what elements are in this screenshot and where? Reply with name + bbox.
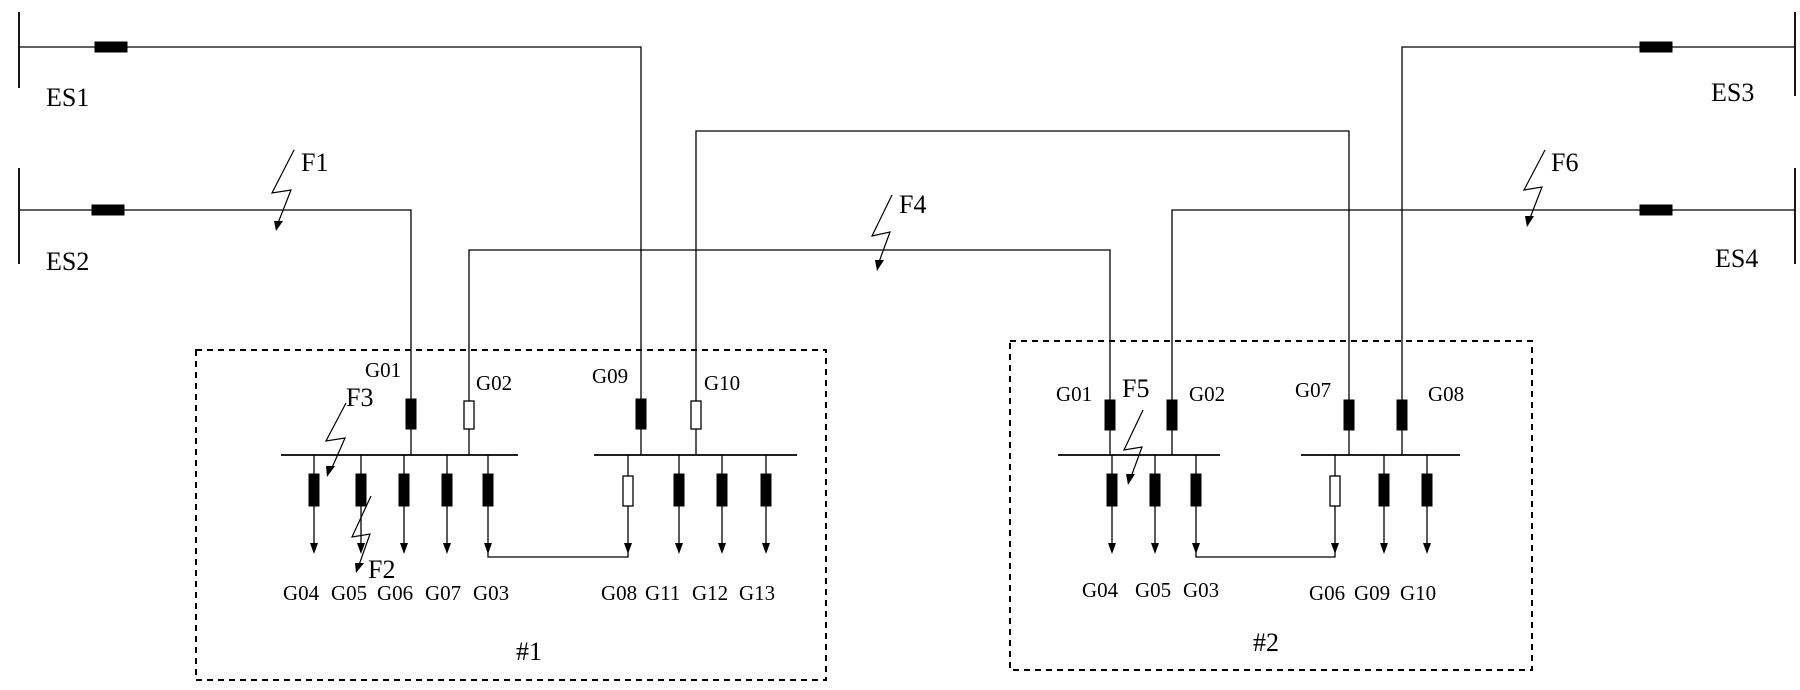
fault-f1-icon [270, 149, 295, 231]
breaker-es4 [1639, 204, 1673, 216]
sub2-label-g02: G02 [1189, 382, 1225, 406]
sub1-label-g13: G13 [739, 581, 775, 605]
sub2-breaker-g05 [1149, 473, 1161, 507]
sub1-label-g08: G08 [601, 581, 637, 605]
sub1-label-g12: G12 [692, 581, 728, 605]
sub2-breaker-g06 [1329, 475, 1341, 507]
sub2-label-g05: G05 [1135, 578, 1171, 602]
sub2-breaker-g02 [1166, 399, 1178, 431]
sub1-label-g11: G11 [645, 581, 680, 605]
sub1-label-g06: G06 [377, 581, 413, 605]
feeder-es1-to-g09 [19, 46, 642, 398]
label-f3: F3 [346, 383, 373, 412]
sub1-breaker-g03 [482, 473, 494, 507]
sub1-breaker-g06 [398, 473, 410, 507]
sub1-internal-tie [487, 545, 629, 558]
label-f4: F4 [899, 190, 926, 219]
feeder-es2-to-g01 [19, 209, 412, 398]
sub2-label-g07: G07 [1295, 378, 1331, 402]
sub2-breaker-g10 [1421, 473, 1433, 507]
sub2-internal-tie [1195, 545, 1336, 558]
label-f5: F5 [1122, 374, 1149, 403]
substation-1-label: #1 [516, 637, 542, 666]
tie-1g02-to-2g01 [468, 249, 1111, 400]
sub1-breaker-g09 [635, 398, 647, 430]
fault-f4-icon [870, 194, 893, 271]
feeder-es4-to-g02 [1171, 209, 1795, 400]
label-es2: ES2 [46, 247, 89, 276]
substation-2-label: #2 [1253, 628, 1279, 657]
breaker-es1 [94, 41, 128, 53]
breaker-es2 [91, 204, 125, 216]
sub2-label-g04: G04 [1082, 578, 1119, 602]
sub2-label-g10: G10 [1400, 581, 1436, 605]
breaker-es3 [1639, 41, 1673, 53]
sub2-label-g08: G08 [1428, 382, 1464, 406]
tie-1g10-to-2g07 [695, 130, 1350, 400]
sub1-breaker-g01 [405, 398, 417, 430]
sub2-breaker-g08 [1396, 399, 1408, 431]
label-es4: ES4 [1715, 244, 1758, 273]
label-f6: F6 [1551, 148, 1578, 177]
sub1-breaker-g12 [716, 473, 728, 507]
label-es3: ES3 [1711, 78, 1754, 107]
substation-1-boundary [195, 349, 827, 681]
sub1-breaker-g05 [355, 473, 367, 507]
substation-2-boundary [1009, 340, 1533, 671]
sub1-breaker-g13 [760, 473, 772, 507]
sub1-outgoing-feeders [313, 455, 767, 545]
label-es1: ES1 [46, 83, 89, 112]
sub1-breaker-g11 [673, 473, 685, 507]
fault-f2-icon [350, 495, 372, 573]
sub1-label-g05: G05 [331, 581, 367, 605]
sub1-label-g02: G02 [476, 371, 512, 395]
sub2-label-g06: G06 [1309, 581, 1345, 605]
sub2-breaker-g01 [1104, 399, 1116, 431]
sub1-label-g07: G07 [425, 581, 461, 605]
fault-f6-icon [1522, 149, 1546, 227]
sub2-label-g09: G09 [1354, 581, 1390, 605]
sub2-arrows [1108, 543, 1431, 554]
sub1-breaker-g02 [463, 400, 475, 430]
sub1-breaker-g07 [441, 473, 453, 507]
fault-f3-icon [324, 402, 347, 477]
sub2-breaker-g04 [1106, 473, 1118, 507]
sub1-label-g01: G01 [365, 358, 401, 382]
sub1-breaker-g04 [308, 473, 320, 507]
sub1-label-g03: G03 [473, 581, 509, 605]
sub1-label-g09: G09 [592, 364, 628, 388]
fault-f5-icon [1122, 409, 1144, 485]
sub2-breaker-g09 [1378, 473, 1390, 507]
sub2-breaker-g07 [1343, 399, 1355, 431]
label-f1: F1 [301, 148, 328, 177]
sub1-label-g04: G04 [283, 581, 320, 605]
sub1-label-g10: G10 [704, 371, 740, 395]
sub2-breaker-g03 [1190, 473, 1202, 507]
sub2-label-g01: G01 [1056, 382, 1092, 406]
sub1-arrows [310, 543, 770, 554]
sub2-label-g03: G03 [1183, 578, 1219, 602]
sub1-breaker-g10 [690, 400, 702, 430]
sub1-breaker-g08 [622, 475, 634, 507]
label-f2: F2 [368, 555, 395, 584]
